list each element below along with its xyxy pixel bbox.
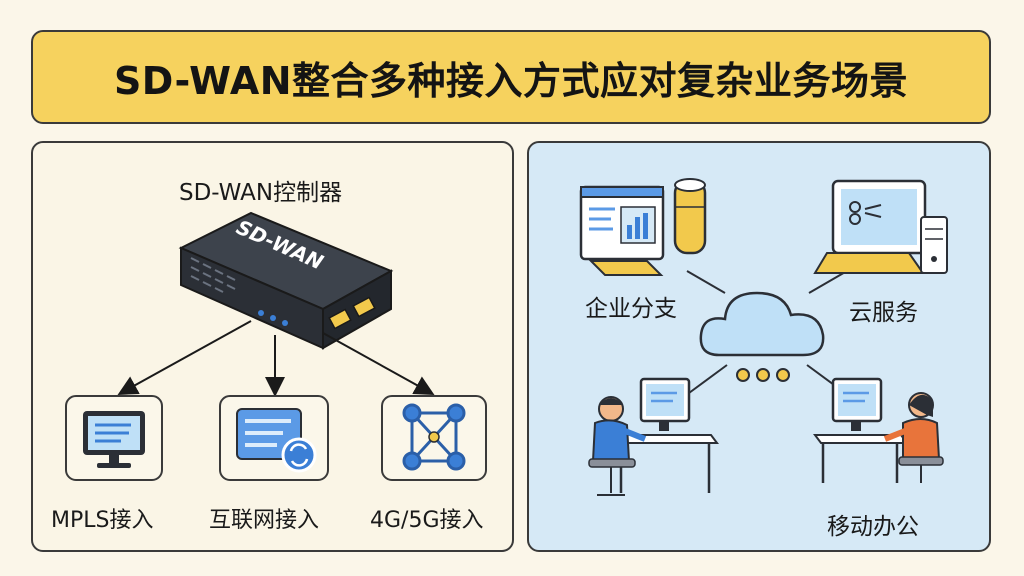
scenario-label-cloud: 云服务 xyxy=(849,300,918,326)
internet-box xyxy=(219,395,329,481)
monitor-icon xyxy=(83,411,145,468)
access-methods-panel: SD-WAN控制器 SD-WAN xyxy=(31,141,514,552)
link-left-worker xyxy=(688,364,728,394)
sd-wan-device-icon: SD-WAN xyxy=(178,211,394,350)
title-banner: SD-WAN整合多种接入方式应对复杂业务场景 xyxy=(31,30,991,124)
mobile-worker-left-icon xyxy=(588,377,719,496)
cloud-icon xyxy=(699,291,825,382)
access-diagram: SD-WAN xyxy=(65,211,487,481)
arrow-to-4g5g xyxy=(322,332,435,395)
network-nodes-icon xyxy=(402,403,466,471)
web-sync-icon xyxy=(236,408,317,473)
mpls-box xyxy=(65,395,163,481)
link-cloud-service xyxy=(808,270,848,294)
business-scenarios-panel: 企业分支 云服务 移动办公 xyxy=(527,141,991,552)
page-title: SD-WAN整合多种接入方式应对复杂业务场景 xyxy=(113,58,909,103)
mobile-worker-right-icon xyxy=(813,377,944,483)
link-branch xyxy=(686,270,726,294)
4g5g-box xyxy=(381,395,487,481)
branch-office-icon xyxy=(579,178,707,276)
access-label-internet: 互联网接入 xyxy=(209,508,320,533)
scenario-diagram xyxy=(579,178,948,496)
scenario-label-mobile: 移动办公 xyxy=(827,514,919,540)
access-label-4g5g: 4G/5G接入 xyxy=(370,508,484,533)
controller-label: SD-WAN控制器 xyxy=(179,180,343,206)
arrow-to-mpls xyxy=(117,320,252,395)
scenario-label-branch: 企业分支 xyxy=(585,296,677,322)
cloud-server-icon xyxy=(813,179,948,274)
access-label-mpls: MPLS接入 xyxy=(51,508,154,533)
